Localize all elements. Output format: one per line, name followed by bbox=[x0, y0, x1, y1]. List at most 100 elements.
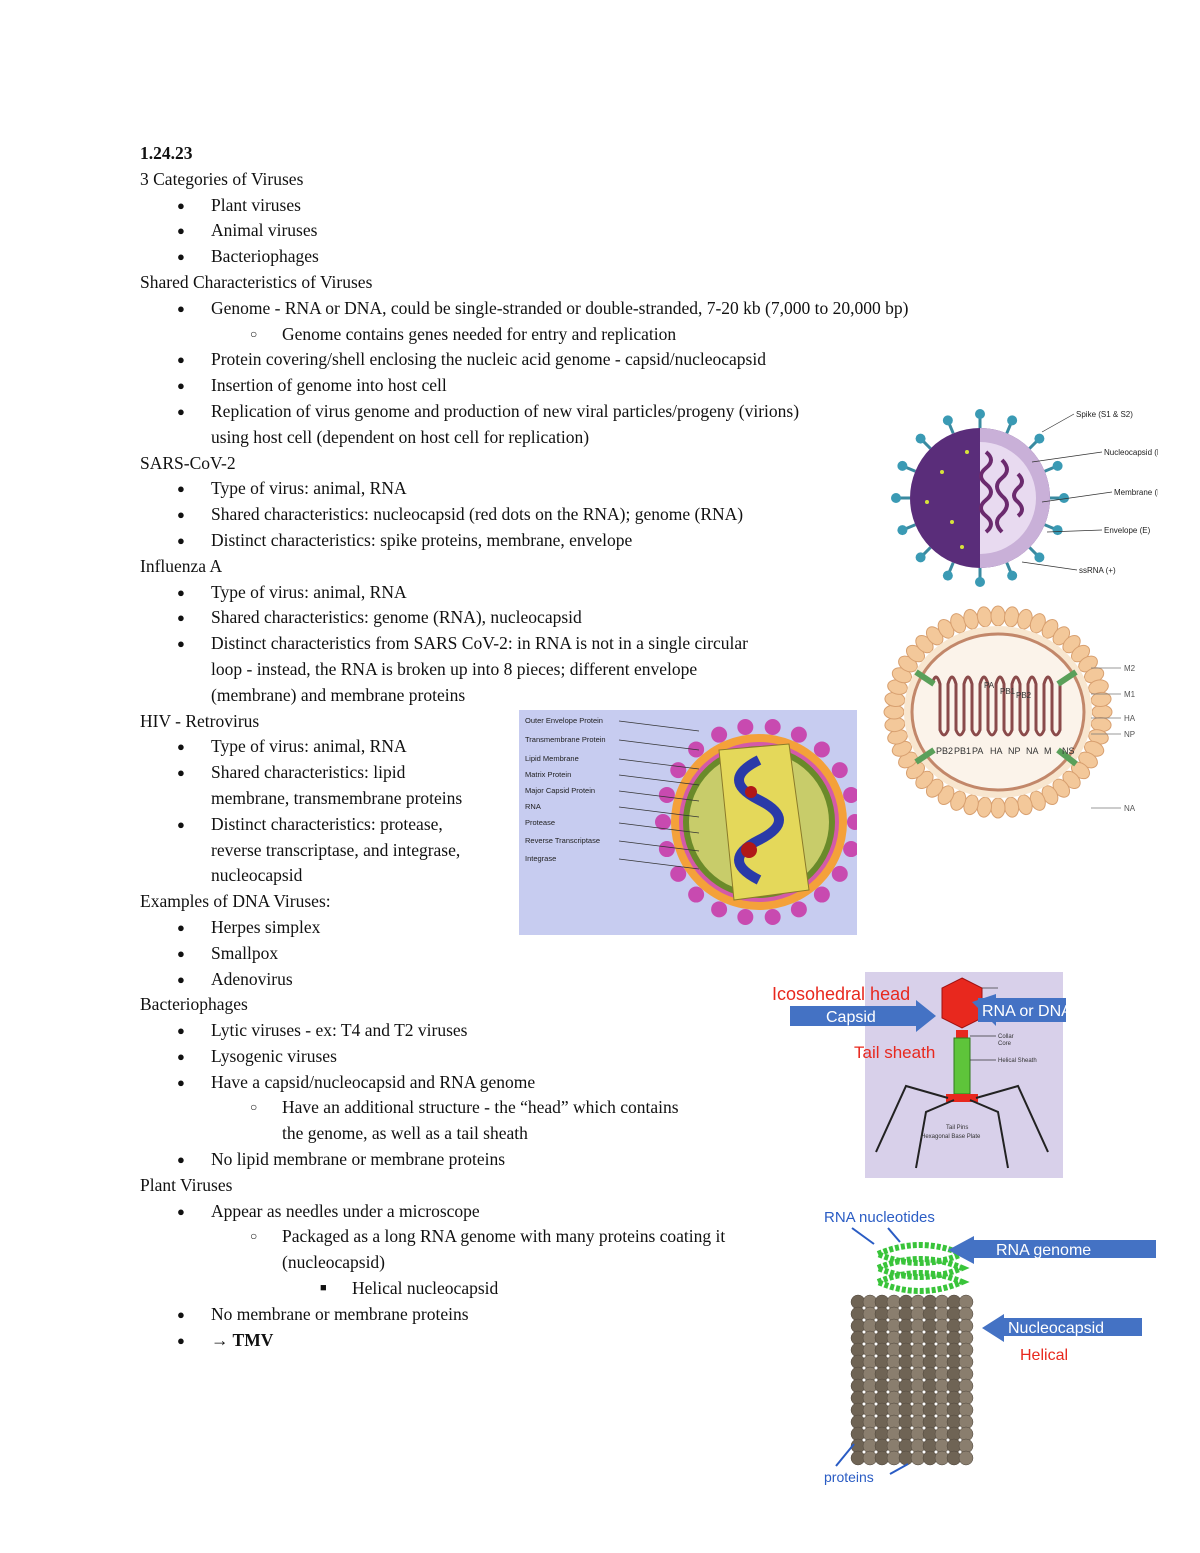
bullet-item: ●No lipid membrane or membrane proteins bbox=[140, 1147, 1180, 1173]
flu-segment-label: HA bbox=[990, 746, 1003, 756]
line-text: Smallpox bbox=[211, 942, 279, 963]
flu-segment-label: NP bbox=[1008, 746, 1021, 756]
line-text: Shared Characteristics of Viruses bbox=[140, 271, 373, 292]
phage-sheath-label: Tail sheath bbox=[854, 1043, 935, 1062]
hiv-leader-line bbox=[618, 858, 700, 870]
line-text: Lytic viruses - ex: T4 and T2 viruses bbox=[211, 1020, 468, 1041]
envelope-protein bbox=[711, 726, 728, 743]
bullet-marker: ● bbox=[177, 197, 185, 213]
line-text: (nucleocapsid) bbox=[282, 1252, 386, 1273]
lipid-head bbox=[883, 704, 905, 720]
phage-head-label: Icosohedral head bbox=[772, 984, 910, 1004]
sub-bullet-item: ○Have an additional structure - the “hea… bbox=[140, 1095, 1180, 1121]
flu-segment-label: NS bbox=[1062, 746, 1075, 756]
hiv-label: Protease bbox=[525, 818, 555, 827]
line-text: reverse transcriptase, and integrase, bbox=[211, 839, 461, 860]
flu-side-2: HA bbox=[1124, 714, 1136, 723]
line-text: Protein covering/shell enclosing the nuc… bbox=[211, 349, 766, 370]
phage-small-4: Hexagonal Base Plate bbox=[921, 1134, 981, 1140]
line-text: loop - instead, the RNA is broken up int… bbox=[211, 658, 698, 679]
tmv-proteins-label: proteins bbox=[824, 1469, 874, 1485]
flu-side-1: M1 bbox=[1124, 690, 1136, 699]
section-heading: Bacteriophages bbox=[140, 992, 1180, 1018]
line-text: Plant Viruses bbox=[140, 1174, 233, 1195]
bullet-continuation: reverse transcriptase, and integrase, bbox=[140, 838, 1180, 864]
line-text: Bacteriophages bbox=[211, 246, 319, 267]
hiv-leader-line bbox=[618, 790, 700, 802]
flu-side-4: NA bbox=[1124, 804, 1136, 813]
bullet-marker: ● bbox=[177, 249, 185, 265]
bullet-marker: ● bbox=[177, 610, 185, 626]
line-text: Genome contains genes needed for entry a… bbox=[282, 323, 677, 344]
sars-label-3: Envelope (E) bbox=[1104, 526, 1151, 535]
flu-side-0: M2 bbox=[1124, 664, 1136, 673]
bullet-marker: ● bbox=[177, 300, 185, 316]
line-text: No membrane or membrane proteins bbox=[211, 1303, 469, 1324]
section-heading: Shared Characteristics of Viruses bbox=[140, 270, 1180, 296]
bacteriophage-diagram: Collar Core Helical Sheath Tail Pins Hex… bbox=[772, 972, 1066, 1178]
spike-head bbox=[975, 409, 985, 419]
bullet-continuation: nucleocapsid bbox=[140, 863, 1180, 889]
bullet-marker: ● bbox=[177, 945, 185, 961]
bullet-continuation: membrane, transmembrane proteins bbox=[140, 786, 1180, 812]
envelope-protein bbox=[658, 841, 675, 858]
phage-small-3: Tail Pins bbox=[946, 1125, 968, 1131]
bullet-marker: ● bbox=[177, 1203, 185, 1219]
line-text: 3 Categories of Viruses bbox=[140, 168, 304, 189]
bullet-marker: ● bbox=[177, 1152, 185, 1168]
hiv-label: Transmembrane Protein bbox=[525, 735, 606, 744]
line-text: Packaged as a long RNA genome with many … bbox=[282, 1226, 726, 1247]
line-text: Type of virus: animal, RNA bbox=[211, 581, 407, 602]
sars-label-1: Nucleocapsid (N) bbox=[1104, 448, 1158, 457]
bullet-marker: ● bbox=[177, 1332, 185, 1348]
spike-head bbox=[1052, 525, 1063, 536]
bullet-item: ●→ TMV bbox=[140, 1328, 1180, 1354]
bullet-marker: ● bbox=[177, 223, 185, 239]
line-text: Shared characteristics: nucleocapsid (re… bbox=[211, 504, 744, 525]
bullet-item: ●No membrane or membrane proteins bbox=[140, 1302, 1180, 1328]
line-text: SARS-CoV-2 bbox=[140, 452, 236, 473]
sars-label-4: ssRNA (+) bbox=[1079, 566, 1116, 575]
bullet-item: ●Distinct characteristics: protease, bbox=[140, 812, 1180, 838]
line-text: Distinct characteristics from SARS CoV-2… bbox=[211, 633, 748, 654]
line-text: Herpes simplex bbox=[211, 916, 321, 937]
hiv-label: Outer Envelope Protein bbox=[525, 716, 603, 725]
envelope-protein bbox=[737, 718, 754, 735]
sars-label-0: Spike (S1 & S2) bbox=[1076, 410, 1133, 419]
envelope-protein bbox=[764, 909, 781, 926]
sub-bullet-item: ○Genome contains genes needed for entry … bbox=[140, 322, 1180, 348]
envelope-protein bbox=[670, 762, 687, 779]
bullet-marker: ● bbox=[177, 532, 185, 548]
spike-head bbox=[975, 577, 985, 587]
envelope-protein bbox=[658, 786, 675, 803]
section-heading: Plant Viruses bbox=[140, 1173, 1180, 1199]
bullet-item: ●Lytic viruses - ex: T4 and T2 viruses bbox=[140, 1018, 1180, 1044]
line-text: Genome - RNA or DNA, could be single-str… bbox=[211, 297, 909, 318]
bullet-item: ●Distinct characteristics: spike protein… bbox=[140, 528, 1180, 554]
hiv-label: Major Capsid Protein bbox=[525, 786, 595, 795]
coat-protein bbox=[958, 1450, 974, 1466]
section-heading: HIV - Retrovirus bbox=[140, 709, 1180, 735]
envelope-protein bbox=[847, 814, 857, 830]
envelope-protein bbox=[843, 786, 857, 803]
phage-small-1: Core bbox=[998, 1041, 1012, 1047]
bullet-item: ●Adenovirus bbox=[140, 967, 1180, 993]
hiv-leader-line bbox=[618, 774, 700, 786]
envelope-protein bbox=[843, 841, 857, 858]
bullet-marker: ● bbox=[177, 816, 185, 832]
bullet-item: ●Insertion of genome into host cell bbox=[140, 373, 1180, 399]
spike-head bbox=[891, 493, 901, 503]
line-text: HIV - Retrovirus bbox=[140, 710, 260, 731]
bullet-marker: ● bbox=[177, 1048, 185, 1064]
flu-inner-0: PA bbox=[984, 681, 995, 690]
envelope-protein bbox=[764, 718, 781, 735]
bullet-item: ● Bacteriophages bbox=[140, 244, 1180, 270]
bullet-item: ●Lysogenic viruses bbox=[140, 1044, 1180, 1070]
hiv-leader-line bbox=[618, 840, 700, 852]
lipid-head bbox=[990, 605, 1006, 627]
line-text: (membrane) and membrane proteins bbox=[211, 684, 466, 705]
line-text: Influenza A bbox=[140, 555, 223, 576]
flu-segment-label: NA bbox=[1026, 746, 1039, 756]
envelope-protein bbox=[813, 741, 830, 758]
